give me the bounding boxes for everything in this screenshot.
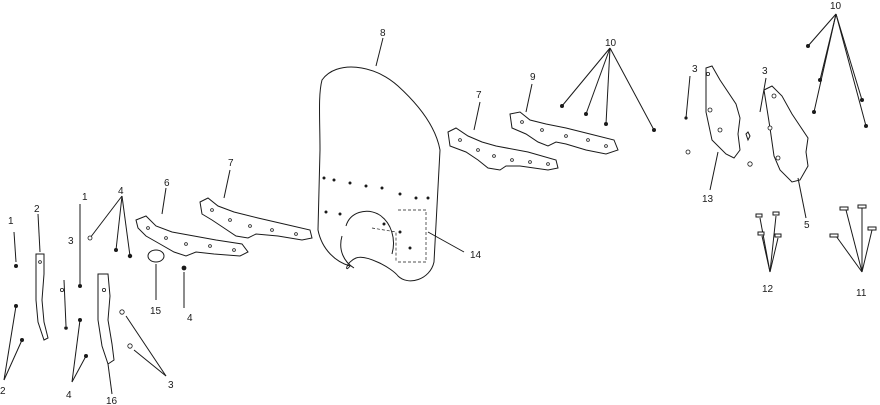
callout-1-a: 1 [8, 216, 14, 227]
screw-part-3-left [60, 279, 68, 330]
callout-7-left: 7 [228, 158, 234, 169]
bracket-part-5 [763, 85, 809, 183]
callout-14: 14 [470, 250, 482, 261]
callout-1-b: 1 [82, 192, 88, 203]
callout-15: 15 [150, 306, 162, 317]
fastener-group-10-middle [560, 47, 656, 132]
callout-4-bottom: 4 [66, 390, 72, 401]
clip-part-3-b [745, 77, 767, 167]
mount-rail-part-9 [509, 111, 619, 155]
screw-part-1-a [13, 231, 18, 268]
screw-part-3-a [684, 75, 691, 155]
bracket-part-16 [97, 273, 115, 365]
strap-part-2 [35, 253, 49, 341]
callout-11: 11 [856, 288, 867, 299]
callout-3-b: 3 [762, 66, 768, 77]
callout-10-middle: 10 [605, 38, 617, 49]
bolt-group-12 [755, 211, 782, 273]
callout-16: 16 [106, 396, 118, 405]
windshield-part-8 [317, 66, 441, 282]
callout-2-bottom: 2 [0, 386, 6, 397]
screw-group-4-bottom [71, 318, 88, 383]
callout-3-bottom: 3 [168, 380, 174, 391]
fastener-group-10-right [806, 13, 868, 128]
screw-part-1-b [78, 204, 82, 288]
mount-rail-part-7-middle [447, 127, 559, 171]
windshield-mount-holes [322, 176, 430, 250]
callout-2: 2 [34, 204, 40, 215]
mount-rail-part-6 [135, 215, 249, 257]
washer-part-15 [147, 249, 165, 263]
clip-group-3-bottom [119, 309, 167, 377]
bolt-group-11 [829, 204, 877, 273]
callout-5: 5 [804, 220, 810, 231]
callout-7-middle: 7 [476, 90, 482, 101]
callout-4-top: 4 [118, 186, 124, 197]
callout-10-right: 10 [830, 1, 842, 12]
callout-8: 8 [380, 28, 386, 39]
bracket-part-13 [705, 65, 741, 159]
callout-3-a: 3 [692, 64, 698, 75]
fastener-group-2-bottom [3, 304, 24, 381]
callout-9: 9 [530, 72, 536, 83]
callout-4-middle: 4 [187, 313, 193, 324]
callout-6: 6 [164, 178, 170, 189]
callout-3-left: 3 [68, 236, 74, 247]
callout-12: 12 [762, 284, 774, 295]
mount-rail-part-7-left [199, 197, 313, 241]
nut-part-4-middle [181, 265, 187, 308]
callout-13: 13 [702, 194, 714, 205]
fastener-group-4-top [87, 195, 133, 259]
